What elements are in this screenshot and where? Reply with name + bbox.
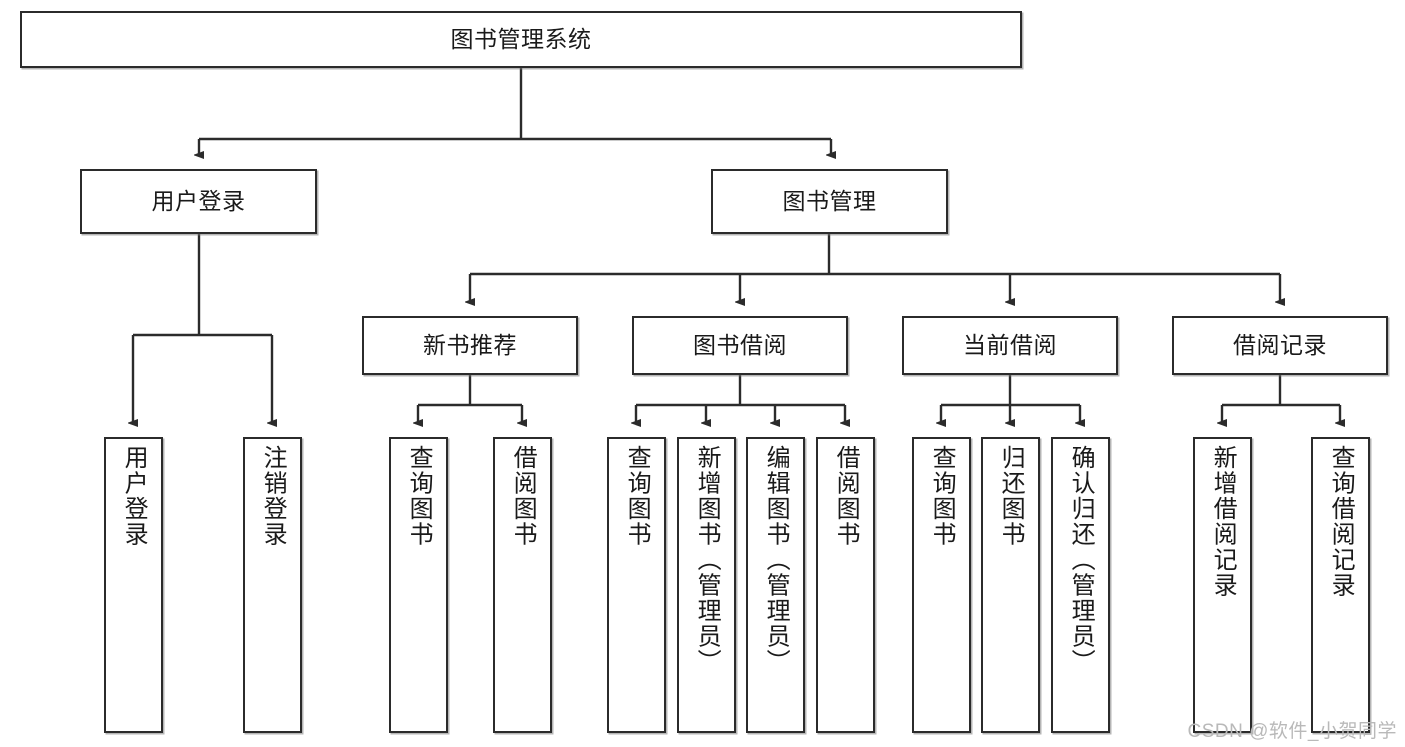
node-label: 查询图书: [623, 445, 651, 547]
node-new-book-recommend[interactable]: 新书推荐: [362, 316, 578, 375]
leaf-borrow-record-add-record[interactable]: 新增借阅记录: [1193, 437, 1252, 733]
node-book-borrow[interactable]: 图书借阅: [632, 316, 848, 375]
node-label: 查询图书: [405, 445, 433, 547]
leaf-book-borrow-borrow-books[interactable]: 借阅图书: [816, 437, 875, 733]
leaf-new-book-query-books[interactable]: 查询图书: [389, 437, 448, 733]
leaf-current-borrow-confirm-return-admin[interactable]: 确认归还（管理员）: [1051, 437, 1110, 733]
node-user-login[interactable]: 用户登录: [80, 169, 317, 234]
node-label: 图书借阅: [693, 332, 787, 358]
node-label: 新增借阅记录: [1209, 445, 1237, 598]
node-label: 借阅图书: [832, 445, 860, 547]
node-label: 注销登录: [259, 445, 287, 547]
leaf-user-login-login[interactable]: 用户登录: [104, 437, 163, 733]
leaf-borrow-record-query-record[interactable]: 查询借阅记录: [1311, 437, 1370, 733]
node-label: 图书管理: [782, 188, 877, 214]
node-label: 编辑图书（管理员）: [762, 445, 790, 675]
leaf-book-borrow-query-books[interactable]: 查询图书: [607, 437, 666, 733]
node-root-book-management-system[interactable]: 图书管理系统: [20, 11, 1022, 68]
leaf-new-book-borrow-books[interactable]: 借阅图书: [493, 437, 552, 733]
node-label: 借阅记录: [1233, 332, 1327, 358]
node-label: 新增图书（管理员）: [693, 445, 721, 675]
node-label: 归还图书: [997, 445, 1025, 547]
leaf-current-borrow-return-books[interactable]: 归还图书: [981, 437, 1040, 733]
node-current-borrow[interactable]: 当前借阅: [902, 316, 1118, 375]
node-book-management[interactable]: 图书管理: [711, 169, 948, 234]
leaf-book-borrow-add-book-admin[interactable]: 新增图书（管理员）: [677, 437, 736, 733]
node-label: 当前借阅: [963, 332, 1057, 358]
node-label: 新书推荐: [423, 332, 517, 358]
node-label: 确认归还（管理员）: [1067, 445, 1095, 675]
leaf-user-login-logout[interactable]: 注销登录: [243, 437, 302, 733]
node-label: 查询图书: [928, 445, 956, 547]
node-label: 查询借阅记录: [1327, 445, 1355, 598]
node-borrow-record[interactable]: 借阅记录: [1172, 316, 1388, 375]
leaf-current-borrow-query-books[interactable]: 查询图书: [912, 437, 971, 733]
node-label: 图书管理系统: [450, 26, 592, 52]
leaf-book-borrow-edit-book-admin[interactable]: 编辑图书（管理员）: [746, 437, 805, 733]
node-label: 用户登录: [120, 445, 148, 547]
node-label: 借阅图书: [509, 445, 537, 547]
node-label: 用户登录: [151, 188, 246, 214]
